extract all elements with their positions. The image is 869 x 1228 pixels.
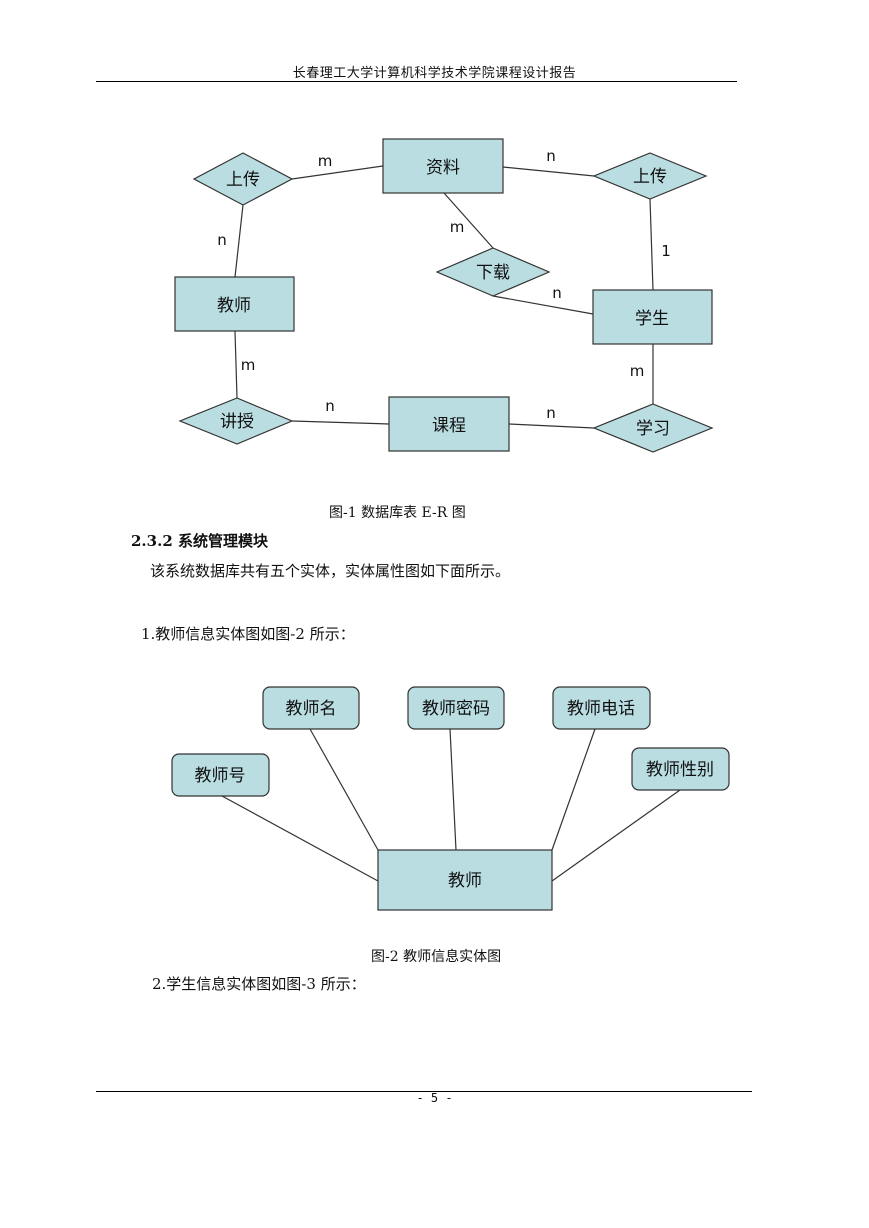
entity-box-teacher [174, 276, 295, 332]
page-number: - 5 - [416, 1091, 453, 1105]
edge-attr-a3 [449, 728, 457, 851]
figure1-caption: 图-1 数据库表 E-R 图 [329, 505, 466, 521]
cardinality-label: n [217, 231, 227, 249]
relation-shape-study [592, 403, 714, 453]
relation-shape-upload-left [192, 152, 294, 206]
attribute-teacher-password: 教师密码 [422, 699, 490, 719]
entity-box-teacher-main [377, 849, 553, 911]
relation-upload-right: 上传 [633, 167, 667, 187]
relation-shape-teach [178, 397, 294, 445]
entity-teacher-main: 教师 [448, 871, 482, 891]
cardinality-label: m [630, 362, 645, 380]
attribute-box-a4 [552, 686, 651, 730]
relation-teach: 讲授 [220, 412, 254, 432]
section-heading: 2.3.2 系统管理模块 [131, 532, 268, 550]
teacher-attribute-diagram: 教师 教师号 教师名 教师密码 教师电话 教师性别 [171, 686, 730, 911]
attribute-teacher-name: 教师名 [286, 699, 337, 719]
header-rule [96, 81, 737, 82]
relation-study: 学习 [636, 419, 670, 439]
list-item-2: 2.学生信息实体图如图-3 所示： [152, 975, 366, 993]
entity-box-ziliao [382, 138, 504, 194]
edge-ziliao-upload-right [502, 166, 595, 177]
cardinality-label: m [241, 356, 256, 374]
entity-student: 学生 [635, 309, 669, 329]
edge-upload-left-teacher [234, 204, 244, 278]
attribute-teacher-phone: 教师电话 [567, 699, 635, 719]
edge-course-study [508, 423, 595, 429]
cardinality-label: n [546, 147, 556, 165]
cardinality-label: m [318, 152, 333, 170]
attribute-connectors [221, 728, 681, 882]
cardinality-label: 1 [661, 242, 671, 260]
edge-download-student [492, 295, 594, 315]
attribute-box-a3 [407, 686, 505, 730]
entity-ziliao: 资料 [426, 158, 460, 178]
list-item-1: 1.教师信息实体图如图-2 所示： [141, 625, 355, 643]
edge-teach-course [291, 420, 390, 425]
relation-download: 下载 [476, 263, 510, 283]
footer-rule [96, 1091, 752, 1092]
figure2-caption: 图-2 教师信息实体图 [371, 949, 502, 965]
entity-box-student [592, 289, 713, 345]
relation-shape-upload-right [592, 152, 708, 200]
attribute-box-a1 [171, 753, 270, 797]
edge-attr-a2 [309, 728, 379, 851]
relation-shape-download [435, 247, 551, 297]
edge-attr-a5 [551, 789, 681, 882]
attribute-teacher-gender: 教师性别 [646, 760, 714, 780]
attribute-box-a2 [262, 686, 360, 730]
attribute-box-a5 [631, 747, 730, 791]
entity-course: 课程 [432, 416, 466, 436]
cardinality-label: m [450, 218, 465, 236]
attribute-teacher-id: 教师号 [195, 766, 246, 786]
edge-attr-a1 [221, 795, 379, 882]
edge-upload-left-ziliao [291, 165, 384, 180]
entity-box-course [388, 396, 510, 452]
cardinality-label: n [546, 404, 556, 422]
edge-upload-right-student [649, 198, 654, 291]
er-connectors [234, 165, 654, 429]
page-header-title: 长春理工大学计算机科学技术学院课程设计报告 [292, 66, 577, 81]
cardinality-label: n [325, 397, 335, 415]
entity-teacher: 教师 [217, 296, 251, 316]
edge-attr-a4 [551, 728, 596, 851]
edge-ziliao-download [443, 192, 494, 249]
er-diagram: 资料 教师 学生 课程 上传 上传 下载 讲授 学习 m n n 1 m n m… [174, 138, 714, 453]
section-intro: 该系统数据库共有五个实体，实体属性图如下面所示。 [150, 562, 511, 580]
relation-upload-left: 上传 [226, 170, 260, 190]
edge-teacher-teach [234, 330, 238, 399]
cardinality-label: n [552, 284, 562, 302]
